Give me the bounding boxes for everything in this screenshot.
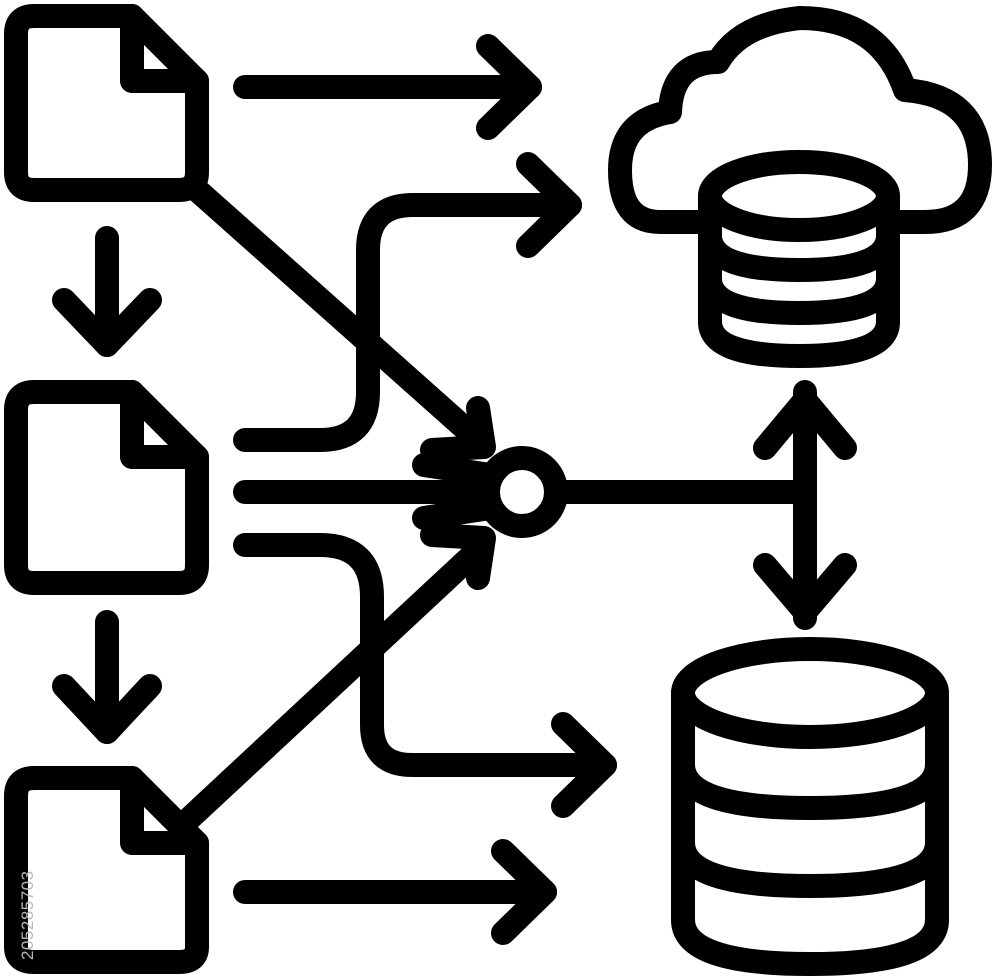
database-icon — [671, 637, 949, 976]
flow-diagonal-bottom — [178, 536, 492, 830]
arrow-down-icon-2 — [52, 610, 162, 744]
arrow-right-icon-bottom — [233, 839, 557, 945]
bidirectional-arrow-icon — [753, 380, 857, 630]
watermark-id-label: 205285703 — [18, 870, 37, 960]
cloud-cylinder — [698, 150, 900, 368]
flow-curve-lower — [233, 533, 617, 818]
arrow-down-icon-1 — [52, 226, 162, 357]
watermark-id-text: 205285703 — [2, 720, 37, 960]
cloud-database-icon — [608, 6, 992, 368]
document-icon-top — [4, 4, 209, 202]
flow-diagonal-top — [185, 178, 490, 452]
document-icon-middle — [4, 380, 209, 595]
arrow-right-icon-top — [233, 34, 542, 140]
flow-curve-upper — [233, 152, 582, 452]
fan-in-arrowheads — [412, 396, 502, 590]
document-icon-bottom — [4, 766, 209, 974]
